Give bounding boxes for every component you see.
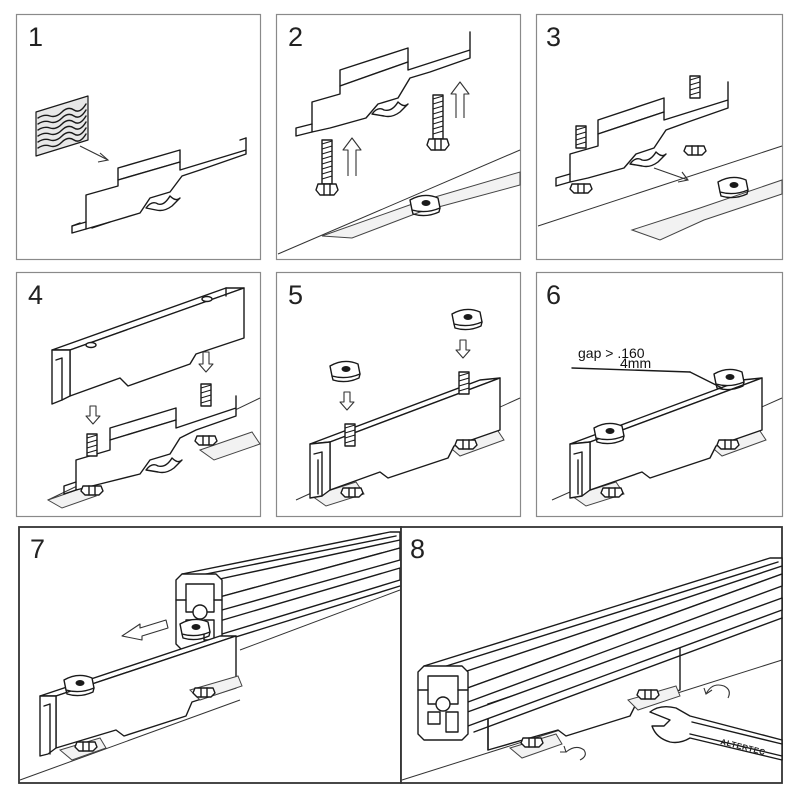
bolt-icon [689,75,701,99]
nut-icon [80,485,104,496]
arrow-up-icon [342,137,362,176]
bolt-icon [458,371,470,395]
step-8-number: 8 [410,534,425,564]
step-4-number: 4 [28,280,43,310]
step-1-panel: 1 [15,13,262,261]
rotate-arrow-icon [705,684,730,699]
step-2-panel: 2 [275,13,522,261]
nut-icon [74,741,98,752]
mounting-bracket [63,395,237,495]
step-1-number: 1 [28,22,43,52]
aluminum-extrusion [175,531,401,651]
step-6-number: 6 [546,280,561,310]
bolt-icon [86,433,98,457]
channel-cover [51,287,245,405]
nut-icon [340,487,364,498]
arrow-down-icon [85,405,101,425]
arrow-down-icon [455,339,471,359]
arrow-left-icon [121,619,169,641]
arrow-up-icon [450,81,470,118]
mounting-bracket [555,81,729,187]
nut-icon [636,689,660,700]
mounting-bracket [71,137,247,234]
step-3-number: 3 [546,22,561,52]
arrow-icon [653,167,689,181]
bolt-icon [575,125,587,149]
step-6-panel: 6 gap > .160 4mm [535,271,784,518]
step-2-number: 2 [288,22,303,52]
nut-icon [600,487,624,498]
step-5-panel: 5 [275,271,522,518]
step-4-panel: 4 [15,271,262,518]
bolt-icon [200,383,212,407]
nut-icon [194,435,218,446]
adhesive-pad [35,95,89,157]
gap-leader-line [571,367,691,373]
arrow-down-icon [339,391,355,411]
step-7-number: 7 [30,534,45,564]
nut-icon [454,439,478,450]
gap-label-metric: 4mm [620,355,651,371]
mounting-bracket [295,31,471,137]
step-3-panel: 3 [535,13,784,261]
arrow-down-icon [198,351,214,373]
step-7-panel: 7 [18,526,402,784]
aluminum-extrusion [417,557,783,741]
nut-icon [716,439,740,450]
rotate-arrow-icon [565,746,586,761]
nut-icon [683,145,707,156]
step-8-panel: 8 [400,526,783,784]
step-5-number: 5 [288,280,303,310]
bolt-icon [344,423,356,447]
channel-assembly [309,377,501,499]
nut-icon [520,737,544,748]
nut-icon [192,687,216,698]
nut-icon [569,183,593,194]
gap-label: gap > .160 [578,345,645,361]
arrow-icon [79,145,109,161]
